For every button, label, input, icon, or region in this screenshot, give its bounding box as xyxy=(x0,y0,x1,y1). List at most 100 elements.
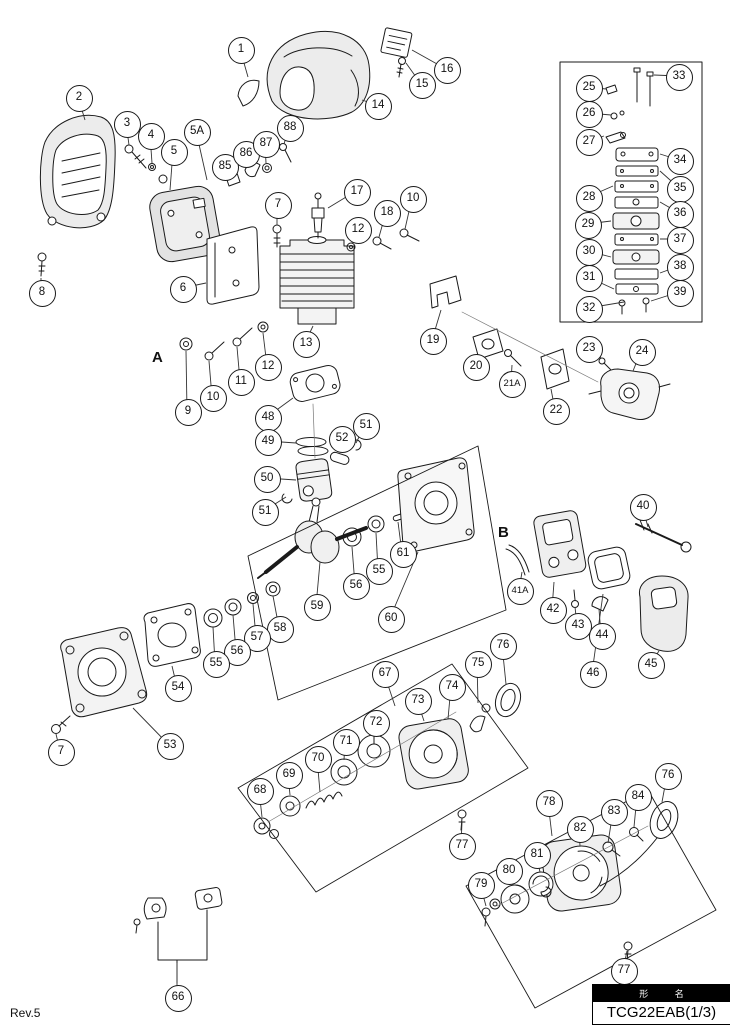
callout-22: 22 xyxy=(542,397,570,425)
callout-52: 52 xyxy=(328,425,356,453)
callout-84: 84 xyxy=(624,783,652,811)
callout-36: 36 xyxy=(666,200,694,228)
crankcase-half-art xyxy=(397,457,475,553)
callout-4: 4 xyxy=(137,122,165,150)
callout-41A: 41A xyxy=(506,577,534,605)
callout-3: 3 xyxy=(113,110,141,138)
callout-25: 25 xyxy=(575,74,603,102)
callout-30: 30 xyxy=(575,238,603,266)
ignition-coil-art xyxy=(533,510,587,578)
clutch-parts-art xyxy=(253,734,391,839)
model-name-caption: 形 名 xyxy=(593,985,730,1002)
callout-17: 17 xyxy=(343,178,371,206)
callout-20: 20 xyxy=(462,353,490,381)
callout-49: 49 xyxy=(254,428,282,456)
callout-54: 54 xyxy=(164,674,192,702)
model-number: TCG22EAB(1/3) xyxy=(606,1004,717,1021)
screw-8-art xyxy=(37,252,47,277)
callout-43: 43 xyxy=(564,612,592,640)
callout-29: 29 xyxy=(574,211,602,239)
cap-44-art xyxy=(591,596,609,612)
crankcase-gasket-art xyxy=(143,603,201,667)
callout-44: 44 xyxy=(588,622,616,650)
section-label-A: A xyxy=(152,349,163,366)
callout-19: 19 xyxy=(419,327,447,355)
callout-7: 7 xyxy=(47,738,75,766)
spark-plug-art xyxy=(311,192,325,239)
callout-48: 48 xyxy=(254,404,282,432)
callout-6: 6 xyxy=(169,275,197,303)
callout-58: 58 xyxy=(266,615,294,643)
assembly-axis-lines xyxy=(267,311,649,907)
callout-37: 37 xyxy=(666,226,694,254)
callout-13: 13 xyxy=(292,330,320,358)
crankshaft-art xyxy=(257,497,368,579)
callout-46: 46 xyxy=(579,660,607,688)
carburetor-assembly-box xyxy=(559,61,703,323)
carburetor-art xyxy=(588,368,671,420)
callout-81: 81 xyxy=(523,841,551,869)
callout-75: 75 xyxy=(464,650,492,678)
callout-10: 10 xyxy=(399,185,427,213)
callout-21A: 21A xyxy=(498,370,526,398)
callout-50: 50 xyxy=(253,465,281,493)
callout-2: 2 xyxy=(65,84,93,112)
callout-31: 31 xyxy=(575,264,603,292)
callout-53: 53 xyxy=(156,732,184,760)
callout-32: 32 xyxy=(575,295,603,323)
callout-73: 73 xyxy=(404,687,432,715)
intake-parts-art xyxy=(472,328,613,390)
callout-23: 23 xyxy=(575,335,603,363)
piston-rings-art xyxy=(295,437,329,456)
muffler-bolts-art xyxy=(124,144,168,184)
circlip-art xyxy=(281,493,293,504)
recoil-spring-art xyxy=(528,871,554,898)
callout-42: 42 xyxy=(539,596,567,624)
callout-39: 39 xyxy=(666,279,694,307)
section-label-B: B xyxy=(498,524,509,541)
bearing-art xyxy=(342,513,405,547)
carburetor-stack-art xyxy=(605,67,660,315)
callout-72: 72 xyxy=(362,709,390,737)
callout-88: 88 xyxy=(276,114,304,142)
crankcase-art xyxy=(60,627,148,718)
callout-12: 12 xyxy=(254,353,282,381)
callout-38: 38 xyxy=(666,253,694,281)
starter-handle-art xyxy=(649,801,679,839)
grommet-art xyxy=(494,682,522,718)
plate-46-art xyxy=(587,546,631,590)
cover-gasket-art xyxy=(237,79,260,107)
stop-wire-art xyxy=(505,544,530,576)
callout-68: 68 xyxy=(246,777,274,805)
muffler-gasket-art xyxy=(206,226,260,305)
callout-11: 11 xyxy=(227,368,255,396)
starter-screws-art xyxy=(481,898,501,927)
revision-label: Rev.5 xyxy=(10,1006,41,1020)
callout-9: 9 xyxy=(174,398,202,426)
callout-18: 18 xyxy=(373,199,401,227)
callout-10: 10 xyxy=(199,384,227,412)
bolt-7-art xyxy=(272,224,282,248)
callout-78: 78 xyxy=(535,789,563,817)
cylinder-gasket-art xyxy=(289,365,341,402)
bolt-7b-art xyxy=(51,715,71,734)
callout-1: 1 xyxy=(227,36,255,64)
callout-76: 76 xyxy=(654,762,682,790)
bolt-40-art xyxy=(635,519,692,553)
callout-8: 8 xyxy=(28,279,56,307)
callout-12: 12 xyxy=(344,216,372,244)
callout-33: 33 xyxy=(665,63,693,91)
callout-26: 26 xyxy=(575,100,603,128)
title-block: 形 名 TCG22EAB(1/3) xyxy=(592,984,730,1025)
callout-74: 74 xyxy=(438,673,466,701)
callout-59: 59 xyxy=(303,593,331,621)
starter-rope-art xyxy=(599,837,658,887)
callout-51: 51 xyxy=(251,498,279,526)
callout-83: 83 xyxy=(600,798,628,826)
callout-71: 71 xyxy=(332,728,360,756)
callout-28: 28 xyxy=(575,184,603,212)
insulator-art xyxy=(429,275,462,309)
callout-14: 14 xyxy=(364,92,392,120)
callout-61: 61 xyxy=(389,540,417,568)
